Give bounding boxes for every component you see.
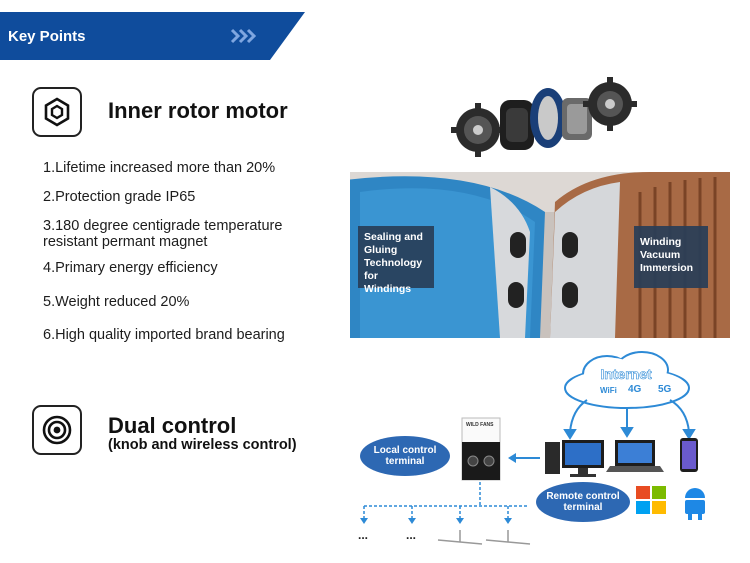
more-devices-dots-2: ... — [406, 528, 417, 542]
local-control-bubble: Local control terminal — [360, 436, 450, 476]
point-6: 6.High quality imported brand bearing — [43, 327, 285, 343]
caption-sealing: Sealing and Gluing Technology for Windin… — [358, 226, 434, 295]
control-diagram: Internet WiFi 4G 5G WILD FANS Local cont… — [352, 350, 737, 560]
5g-label: 5G — [658, 384, 672, 395]
cloud-icon — [564, 351, 690, 409]
desktop-computer-icon — [545, 440, 604, 477]
banner-shape — [0, 12, 305, 60]
device-brand-label: WILD FANS — [466, 422, 494, 428]
remote-control-bubble: Remote control terminal — [536, 482, 630, 522]
smartphone-icon — [680, 438, 698, 472]
windows-logo-icon — [636, 486, 666, 514]
ceiling-fan-icon — [437, 530, 531, 545]
section-title-motor: Inner rotor motor — [108, 98, 288, 123]
point-1: 1.Lifetime increased more than 20% — [43, 160, 276, 176]
point-3: 3.180 degree centigrade temperature resi… — [43, 218, 283, 250]
stator-photo: Sealing and Gluing Technology for Windin… — [350, 172, 730, 338]
internet-label: Internet — [600, 366, 652, 383]
point-2: 2.Protection grade IP65 — [43, 189, 196, 205]
more-devices-dots-1: ... — [358, 528, 369, 542]
control-panel-device-icon — [461, 417, 501, 481]
point-5: 5.Weight reduced 20% — [43, 294, 190, 310]
android-logo-icon — [685, 488, 705, 520]
wifi-label: WiFi — [600, 386, 617, 395]
laptop-icon — [606, 440, 664, 472]
section-subtitle-dual-control: (knob and wireless control) — [108, 437, 297, 453]
exploded-motor-illustration — [451, 77, 637, 157]
concentric-circles-icon — [32, 405, 82, 455]
key-points-banner: Key Points — [0, 12, 305, 60]
chevron-arrows-icon — [230, 28, 257, 44]
section-title-dual-control: Dual control — [108, 413, 237, 438]
4g-label: 4G — [628, 384, 642, 395]
hexagon-nut-icon — [32, 87, 82, 137]
banner-title: Key Points — [8, 28, 86, 45]
caption-vacuum: Winding Vacuum Immersion — [634, 226, 708, 288]
point-4: 4.Primary energy efficiency — [43, 260, 218, 276]
